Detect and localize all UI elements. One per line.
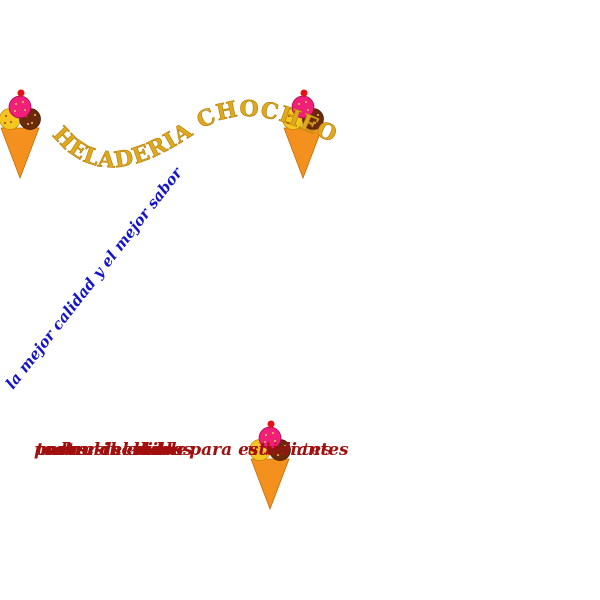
promo-line: menu del dia <box>40 440 164 460</box>
promo-line: todas las edades <box>36 440 193 460</box>
slogan-text: la mejor calidad y el mejor sabor <box>2 163 187 392</box>
ice-cream-cone-icon <box>249 420 291 510</box>
promo-line: postres helados para estudiantes <box>34 440 349 460</box>
promo-line: sabor increible <box>43 440 187 460</box>
promo-text-group: postres helados para estudiantes todas l… <box>34 440 349 460</box>
promo-line-tail: udiantes <box>247 440 333 460</box>
ice-cream-cone-icon <box>0 89 41 179</box>
